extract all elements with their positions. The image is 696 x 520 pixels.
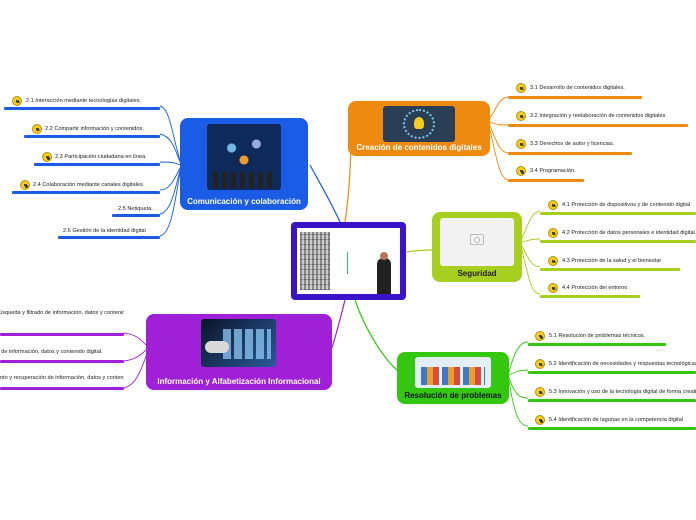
surprised-emoji-icon (516, 166, 526, 176)
leaf-1-1[interactable]: 1.1 Navegación, búsqueda y filtrado de i… (0, 310, 124, 316)
smile-emoji-icon (535, 359, 545, 369)
leaf-underline (4, 107, 160, 110)
surprised-emoji-icon (42, 152, 52, 162)
leaf-5-4[interactable]: 5.4 Identificación de lagunas en la comp… (549, 417, 684, 423)
leaf-4-2[interactable]: 4.2 Protección de datos personales e ide… (562, 230, 695, 236)
idea-icons-ring (403, 109, 435, 139)
branch-resolucion[interactable]: Resolución de problemas (397, 352, 509, 404)
leaf-1-3[interactable]: 1.3 Almacenamiento y recuperación de inf… (0, 375, 124, 381)
leaf-underline (0, 360, 124, 363)
smile-emoji-icon (548, 228, 558, 238)
smile-emoji-icon (32, 124, 42, 134)
central-photo (297, 228, 400, 294)
leaf-underline (0, 387, 124, 390)
branch-title: Información y Alfabetización Informacion… (157, 377, 321, 386)
leaf-4-3[interactable]: 4.3 Protección de la salud y el bienesta… (562, 258, 662, 264)
smile-emoji-icon (516, 83, 526, 93)
leaf-2-5[interactable]: 2.5 Netiqueta. (118, 206, 153, 212)
leaf-underline (540, 240, 696, 243)
leaf-underline (528, 399, 696, 402)
leaf-underline (528, 371, 696, 374)
leaf-5-2[interactable]: 5.2 Identificación de necesidades y resp… (549, 361, 696, 367)
camera-lens (474, 237, 480, 243)
leaf-underline (540, 212, 696, 215)
leaf-underline (0, 333, 124, 336)
leaf-underline (508, 179, 584, 182)
branch-informacion[interactable]: Información y Alfabetización Informacion… (146, 314, 332, 390)
leaf-2-4[interactable]: 2.4 Colaboración mediante canales digita… (33, 182, 145, 188)
leaf-underline (24, 135, 160, 138)
surprised-emoji-icon (20, 180, 30, 190)
leaf-2-6[interactable]: 2.6 Gestión de la identidad digital (63, 228, 146, 234)
leaf-underline (508, 152, 632, 155)
network-people-image (207, 124, 281, 190)
leaf-underline (540, 295, 640, 298)
leaf-5-3[interactable]: 5.3 Innovación y uso de la tecnología di… (549, 389, 696, 395)
informacion-leaves-clip: 1.1 Navegación, búsqueda y filtrado de i… (0, 300, 124, 400)
branch-title: Seguridad (457, 269, 497, 278)
surprised-emoji-icon (535, 331, 545, 341)
team-solving-image (415, 357, 491, 388)
leaf-1-2[interactable]: 1.2 Evaluación de información, datos y c… (0, 349, 103, 355)
presenter-figure (377, 258, 391, 294)
whiteboard-text (347, 252, 374, 274)
leaf-underline (528, 343, 666, 346)
smile-emoji-icon (516, 111, 526, 121)
presenter-head (380, 252, 388, 260)
leaf-3-3[interactable]: 3.3 Derechos de autor y licencias. (530, 141, 615, 147)
leaf-underline (508, 96, 642, 99)
building-photo-shade (300, 232, 330, 290)
leaf-3-4[interactable]: 3.4 Programación. (530, 168, 576, 174)
leaf-4-1[interactable]: 4.1 Protección de dispositivos y de cont… (562, 202, 691, 208)
leaf-2-1[interactable]: 2.1 Interacción mediante tecnologías dig… (26, 98, 142, 104)
central-topic-node[interactable] (291, 222, 406, 300)
branch-comunicacion[interactable]: Comunicación y colaboración (180, 118, 308, 210)
leaf-underline (58, 236, 160, 239)
leaf-underline (34, 163, 160, 166)
leaf-5-1[interactable]: 5.1 Resolución de problemas técnicos. (549, 333, 646, 339)
team-people (421, 367, 485, 385)
leaf-2-2[interactable]: 2.2 Compartir información y contenidos. (45, 126, 144, 132)
smile-emoji-icon (548, 200, 558, 210)
leaf-underline (112, 214, 160, 217)
branch-creacion[interactable]: Creación de contenidos digitales (348, 101, 490, 156)
leaf-underline (540, 268, 680, 271)
leaf-underline (528, 427, 696, 430)
smile-emoji-icon (548, 283, 558, 293)
network-icons (213, 132, 275, 172)
branch-seguridad[interactable]: Seguridad (432, 212, 522, 282)
branch-title: Resolución de problemas (404, 391, 502, 400)
leaf-2-3[interactable]: 2.3 Participación ciudadana en línea. (55, 154, 147, 160)
leaf-3-1[interactable]: 3.1 Desarrollo de contenidos digitales. (530, 85, 625, 91)
smile-emoji-icon (535, 387, 545, 397)
smile-emoji-icon (12, 96, 22, 106)
hand-shape (205, 341, 229, 353)
leaf-underline (12, 191, 160, 194)
camera-placeholder-image (440, 218, 514, 266)
creative-ideas-image (383, 106, 455, 142)
building-photo (300, 232, 330, 290)
hand-touchscreen-image (201, 319, 276, 367)
leaf-underline (508, 124, 688, 127)
camera-icon (470, 234, 484, 245)
branch-title: Creación de contenidos digitales (356, 143, 482, 152)
surprised-emoji-icon (535, 415, 545, 425)
leaf-4-4[interactable]: 4.4 Protección del entorno (562, 285, 628, 291)
people-silhouettes (213, 172, 275, 188)
floating-screens (223, 329, 271, 359)
leaf-3-2[interactable]: 3.2 Integración y reelaboración de conte… (530, 113, 667, 119)
smile-emoji-icon (516, 139, 526, 149)
smile-emoji-icon (548, 256, 558, 266)
branch-title: Comunicación y colaboración (187, 197, 301, 206)
